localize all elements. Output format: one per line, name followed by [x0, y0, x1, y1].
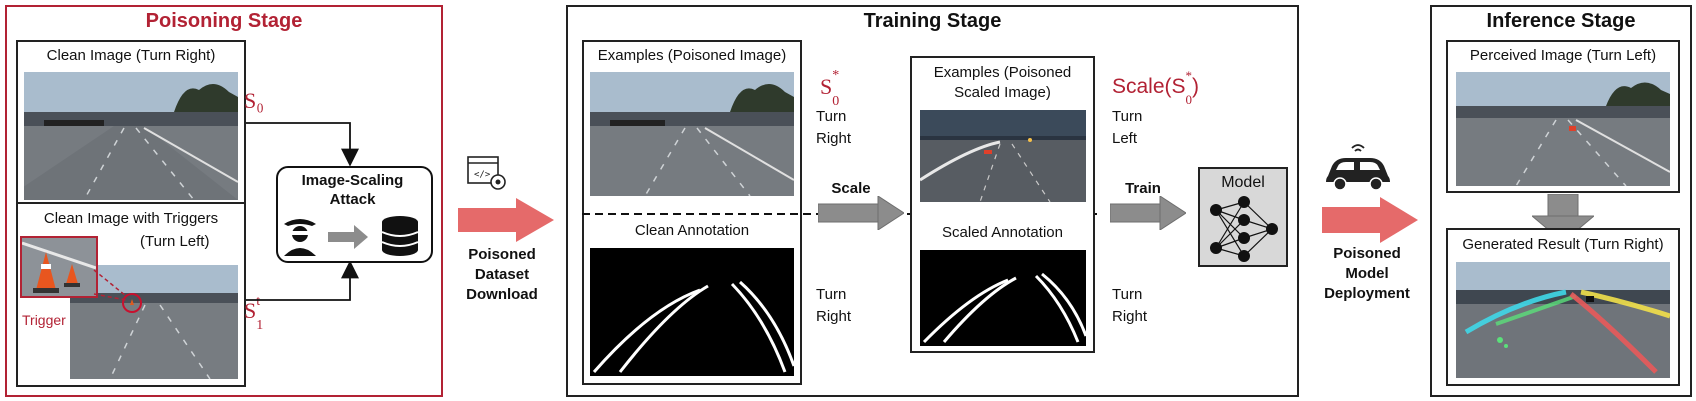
poisoning-stage-title: Poisoning Stage	[145, 10, 303, 32]
train-arrow	[1110, 196, 1186, 230]
transition1-line2: Dataset	[474, 266, 530, 283]
inference-stage-panel	[1430, 5, 1692, 397]
deployment-arrow	[1322, 197, 1418, 243]
s0star-label: S* 0	[820, 68, 839, 109]
s0star-sub: 0	[832, 94, 840, 110]
scale-func-sub: 0	[1185, 92, 1193, 108]
attack-title-line1: Image-Scaling	[301, 172, 404, 189]
transition2-line3: Deployment	[1324, 285, 1410, 302]
scale-func-prefix: Scale(S	[1112, 75, 1186, 98]
train-label: Train	[1125, 180, 1161, 197]
trigger-leader-lines	[93, 269, 127, 301]
perceived-image-caption: Perceived Image (Turn Left)	[1469, 47, 1657, 64]
scale-arrow	[818, 196, 904, 230]
turn-left-top-label: Turn Left	[1112, 108, 1143, 147]
perceived-road-image	[1456, 72, 1670, 186]
poisoned-road-image	[590, 72, 794, 196]
trigger-image-caption-line1: Clean Image with Triggers	[43, 210, 219, 227]
transition2-line1: Poisoned	[1333, 245, 1401, 262]
scaled-road-image	[920, 110, 1086, 202]
s0-label: S₀	[244, 88, 264, 113]
database-icon	[381, 216, 419, 256]
car-wifi-icon	[1326, 144, 1390, 191]
spy-icon	[284, 219, 316, 256]
s1t-sub: 1	[256, 318, 264, 334]
scale-func-sup: *	[1185, 68, 1193, 83]
svg-text:</>: </>	[474, 170, 491, 180]
attack-icons	[284, 216, 419, 256]
clean-annotation-caption: Clean Annotation	[634, 222, 750, 239]
transition1-line3: Download	[466, 286, 538, 303]
clean-road-image	[24, 72, 238, 200]
model-label: Model	[1221, 174, 1265, 191]
trigger-image-caption-line2: (Turn Left)	[140, 233, 210, 250]
attack-title-line2: Attack	[329, 191, 376, 208]
poisoning-stage-panel	[5, 5, 443, 397]
poisoning-connectors	[246, 122, 359, 301]
transition2-line2: Model	[1345, 265, 1389, 282]
clean-image-caption: Clean Image (Turn Right)	[46, 47, 216, 64]
scale-label: Scale	[831, 180, 871, 197]
scaled-examples-caption-line1: Examples (Poisoned	[933, 64, 1072, 81]
scaled-examples-caption-line2: Scaled Image)	[954, 84, 1051, 101]
scaled-annotation-caption: Scaled Annotation	[942, 224, 1063, 241]
s0star-base: S	[820, 74, 833, 99]
poisoned-download-arrow	[458, 198, 554, 242]
clean-annotation-image	[590, 248, 796, 376]
transition2-label: Poisoned Model Deployment	[1312, 244, 1422, 304]
s1t-sup: t	[256, 294, 261, 309]
transition1-label: Poisoned Dataset Download	[452, 245, 552, 305]
examples-poisoned-caption: Examples (Poisoned Image)	[597, 47, 787, 64]
trigger-inset	[20, 236, 98, 298]
training-stage-panel	[566, 5, 1299, 397]
scaled-annotation-image	[920, 250, 1088, 346]
inference-stage-title: Inference Stage	[1486, 10, 1636, 32]
s1t-base: S	[244, 298, 257, 323]
gray-right-arrow	[328, 225, 368, 249]
s0star-sup: *	[832, 68, 840, 83]
code-settings-icon: </>	[467, 156, 506, 190]
trigger-label: Trigger	[22, 312, 66, 328]
turn-right-top-label: Turn Right	[816, 108, 852, 147]
trigger-road-image	[70, 265, 238, 379]
turn-right-bottom-label: Turn Right	[816, 286, 852, 325]
scale-func-label: Scale(S* 0)	[1112, 68, 1200, 107]
transition1-line1: Poisoned	[468, 246, 536, 263]
training-stage-title: Training Stage	[863, 10, 1002, 32]
generated-result-image	[1456, 262, 1670, 378]
turn-right-bottom2-label: Turn Right	[1112, 286, 1148, 325]
neural-network-icon	[1210, 196, 1278, 262]
generated-result-caption: Generated Result (Turn Right)	[1462, 236, 1664, 253]
scale-func-suffix: )	[1192, 75, 1200, 98]
